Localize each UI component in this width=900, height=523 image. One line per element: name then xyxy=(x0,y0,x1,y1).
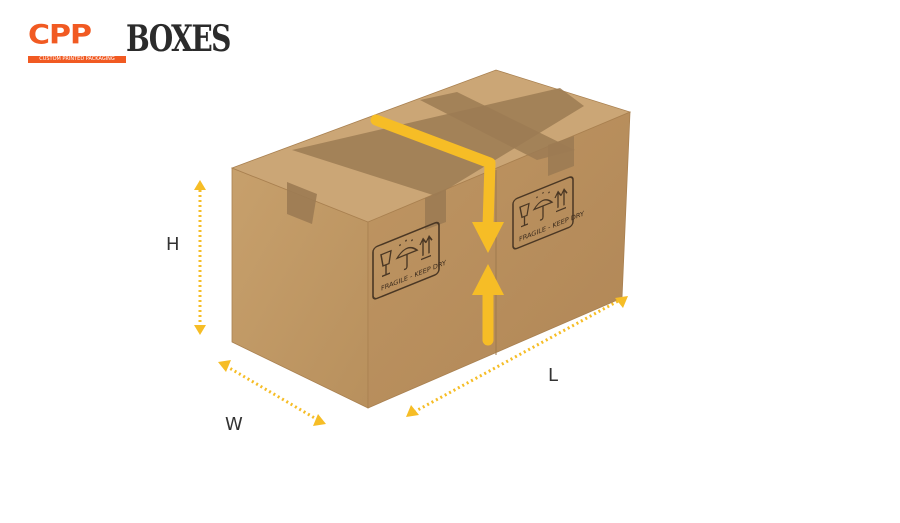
company-logo[interactable]: CPP BOXES CUSTOM PRINTED PACKAGING xyxy=(28,18,231,66)
logo-tagline: CUSTOM PRINTED PACKAGING xyxy=(28,56,126,63)
tape-top-cross xyxy=(420,92,575,160)
width-label: W xyxy=(225,414,243,435)
height-label: H xyxy=(166,234,180,255)
arrowhead-up xyxy=(472,264,504,295)
width-dimension-line xyxy=(218,360,326,426)
logo-boxes-text: BOXES xyxy=(126,18,231,60)
height-dimension-line xyxy=(194,180,206,335)
arrowhead-down xyxy=(472,222,504,253)
strap-arrow-line xyxy=(370,114,496,232)
length-label: L xyxy=(548,365,559,386)
logo-cpp-text: CPP xyxy=(28,19,92,51)
length-dimension-line xyxy=(406,296,628,417)
tape-flap-right xyxy=(548,136,574,176)
tape-flap-left xyxy=(287,182,317,224)
tape-flap-front xyxy=(425,190,446,230)
